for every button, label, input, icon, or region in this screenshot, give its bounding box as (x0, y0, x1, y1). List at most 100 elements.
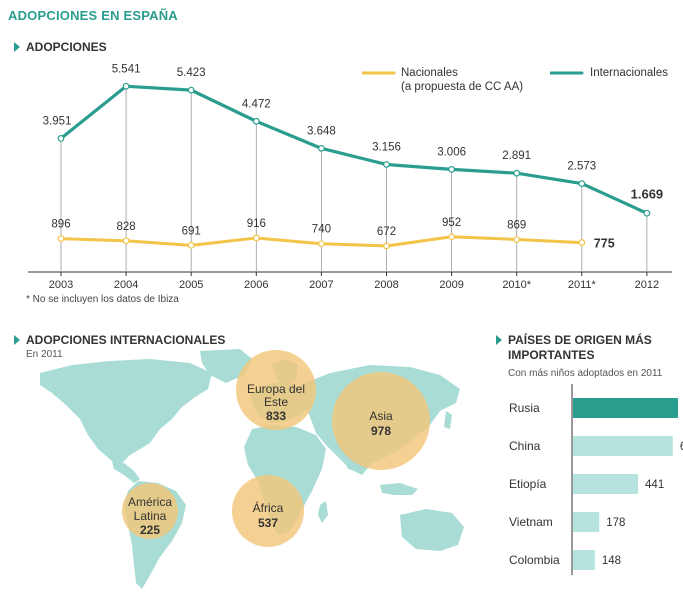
point-nacionales (318, 240, 325, 248)
x-tick-label: 2008 (374, 279, 398, 291)
bar-etiopía (573, 474, 639, 494)
bar-category-label: Etiopía (509, 477, 547, 491)
x-tick-label: 2004 (114, 279, 138, 291)
data-label-nacionales: 775 (594, 237, 615, 251)
x-tick-label: 2011* (568, 279, 597, 291)
data-label-nacionales: 896 (51, 219, 70, 231)
line-chart: 2003 2004 2005 2006 2007 2008 2009 2010* 2011* 20… (28, 63, 672, 291)
data-label-internacionales: 3.006 (437, 146, 466, 158)
point-internacionales (122, 82, 130, 90)
point-nacionales (57, 235, 65, 243)
world-map: Europa del Este 833 Asia 978 América Lat… (40, 349, 464, 589)
point-internacionales (448, 166, 456, 173)
point-nacionales (383, 242, 390, 250)
point-nacionales (187, 241, 195, 249)
bar-value-label: 677 (680, 441, 683, 453)
legend-nacionales-line1: Nacionales (401, 67, 458, 79)
data-label-internacionales: 3.648 (307, 125, 336, 137)
continent-north-america (40, 359, 212, 463)
point-internacionales (318, 144, 325, 152)
region-value-asia: 978 (371, 424, 391, 438)
bar-category-label: Rusia (509, 401, 540, 415)
line-footnote: * No se incluyen los datos de Ibiza (26, 294, 179, 305)
bar-value-label: 148 (602, 555, 621, 567)
section-marker-icon (496, 335, 502, 345)
bar-category-label: Colombia (509, 553, 560, 567)
bar-value-label: 178 (606, 517, 625, 529)
legend-internacionales: Internacionales (590, 67, 668, 79)
continent-australia (400, 509, 464, 551)
continent-japan (444, 411, 452, 429)
map-section-title: ADOPCIONES INTERNACIONALES (14, 333, 225, 347)
data-label-nacionales: 952 (442, 217, 461, 229)
section-marker-icon (14, 42, 20, 52)
point-nacionales (252, 234, 260, 242)
region-label-africa: África (253, 500, 284, 515)
x-tick-label: 2007 (309, 279, 333, 291)
x-tick-label: 2006 (244, 279, 268, 291)
data-label-nacionales: 916 (247, 218, 266, 230)
bar-chart: Rusia712China677Etiopía441Vietnam178Colo… (509, 384, 683, 575)
point-internacionales (513, 169, 521, 177)
series-line-internacionales (59, 84, 648, 215)
point-nacionales (122, 237, 130, 245)
continent-central-america (112, 461, 140, 483)
bubble-america-latina (122, 483, 178, 539)
data-label-internacionales: 3.156 (372, 141, 401, 153)
bar-section-title-line1: PAÍSES DE ORIGEN MÁS (508, 333, 652, 347)
continent-madagascar (318, 501, 328, 523)
legend-internacionales-swatch (550, 71, 584, 75)
line-section-title-text: ADOPCIONES (26, 40, 107, 54)
region-label-europa-1: Europa del (247, 382, 305, 396)
bubble-asia (332, 372, 430, 470)
region-label-america-1: América (128, 495, 172, 509)
data-label-internacionales: 2.891 (502, 150, 531, 162)
point-internacionales (187, 86, 195, 94)
region-label-europa-2: Este (264, 395, 288, 409)
data-label-nacionales: 672 (377, 226, 396, 238)
region-label-america-2: Latina (134, 509, 167, 523)
data-label-nacionales: 828 (117, 221, 136, 233)
map-bubbles (122, 350, 430, 547)
bar-section-title: PAÍSES DE ORIGEN MÁS IMPORTANTES (496, 333, 652, 363)
x-tick-label: 2005 (179, 279, 203, 291)
region-value-europa: 833 (266, 409, 286, 423)
data-label-internacionales: 1.669 (631, 186, 664, 201)
legend-nacionales-swatch (362, 71, 396, 75)
page-title: ADOPCIONES EN ESPAÑA (8, 8, 178, 23)
region-label-asia: Asia (369, 409, 393, 423)
legend-nacionales-line2: (a propuesta de CC AA) (401, 81, 524, 93)
data-label-nacionales: 740 (312, 224, 331, 236)
bar-category-label: China (509, 439, 541, 453)
line-section-title: ADOPCIONES (14, 40, 107, 54)
point-internacionales (252, 117, 260, 125)
bar-colombia (573, 550, 595, 570)
bar-value-label: 441 (645, 479, 664, 491)
region-value-africa: 537 (258, 516, 278, 530)
bar-vietnam (573, 512, 600, 532)
legend-nacionales: Nacionales (a propuesta de CC AA) (401, 66, 523, 94)
data-label-internacionales: 5.541 (112, 63, 141, 75)
region-value-america: 225 (140, 523, 160, 537)
bar-section-title-line2: IMPORTANTES (508, 348, 595, 362)
point-nacionales (513, 236, 521, 243)
x-tick-label: 2009 (439, 279, 463, 291)
bar-china (573, 436, 673, 456)
data-label-internacionales: 2.573 (567, 161, 596, 173)
point-internacionales (643, 209, 651, 217)
point-internacionales (57, 135, 65, 142)
section-marker-icon (14, 335, 20, 345)
point-nacionales (448, 233, 456, 241)
x-tick-label: 2010* (502, 279, 531, 291)
x-tick-label: 2003 (49, 279, 73, 291)
point-nacionales (578, 239, 586, 246)
data-label-nacionales: 691 (182, 225, 201, 237)
point-internacionales (383, 161, 390, 168)
continent-indonesia (380, 483, 418, 495)
bar-category-label: Vietnam (509, 515, 553, 529)
map-section-title-text: ADOPCIONES INTERNACIONALES (26, 333, 226, 347)
bar-rusia (573, 398, 678, 418)
x-tick-label: 2012 (635, 279, 659, 291)
map-section-subtitle: En 2011 (26, 349, 63, 360)
bubble-europa-este (236, 350, 316, 430)
